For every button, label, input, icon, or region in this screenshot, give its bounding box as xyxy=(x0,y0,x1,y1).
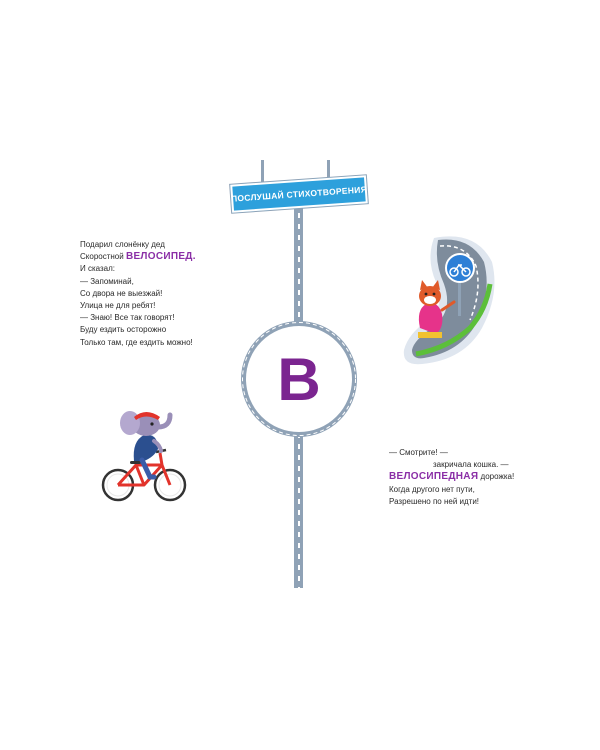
poem-line: Скоростной ВЕЛОСИПЕД. xyxy=(80,251,196,263)
cat-muzzle xyxy=(424,296,436,304)
poem-line: Только там, где ездить можно! xyxy=(80,337,193,347)
bicycle-frame xyxy=(116,452,172,487)
sign-wheel-right xyxy=(461,267,471,277)
poem-line: — Запоминай, xyxy=(80,276,134,286)
highlight-word: ВЕЛОСИПЕД. xyxy=(125,251,196,263)
poem-line: ВЕЛОСИПЕДНАЯ дорожка! xyxy=(389,471,514,483)
poem-line: Со двора не выезжай! xyxy=(80,288,163,298)
elephant-helmet xyxy=(134,412,160,420)
poem-line: Буду ездить осторожно xyxy=(80,325,167,335)
grass-edge xyxy=(415,283,493,357)
path-dashes xyxy=(439,245,479,321)
letter-circle: В xyxy=(241,321,357,437)
big-letter: В xyxy=(277,346,320,413)
sign-label: ПОСЛУШАЙ СТИХОТВОРЕНИЯ xyxy=(230,184,368,204)
poem-line: Когда другого нет пути, xyxy=(389,484,475,494)
poem-line: Разрешено по ней идти! xyxy=(389,496,480,506)
front-wheel xyxy=(153,468,187,502)
poem-line: — Знаю! Все так говорят! xyxy=(80,313,175,323)
cat-eye-right xyxy=(432,292,436,296)
cat-shirt xyxy=(418,303,443,334)
poem-line: Подарил слонёнку дед xyxy=(80,240,165,249)
highlight-word: ВЕЛОСИПЕДНАЯ xyxy=(389,471,479,483)
elephant-trunk xyxy=(155,412,173,430)
cat-ears xyxy=(420,280,440,290)
listen-poems-sign[interactable]: ПОСЛУШАЙ СТИХОТВОРЕНИЯ xyxy=(230,175,368,213)
poem-line: — Смотрите! — xyxy=(389,448,448,457)
sign-hanger-left xyxy=(261,160,264,186)
elephant-arm xyxy=(152,439,163,453)
poem-line: Улица не для ребят! xyxy=(80,301,156,311)
sign-pole xyxy=(458,276,461,316)
sign-wheel-left xyxy=(449,267,459,277)
poem-text: дорожка! xyxy=(478,472,515,482)
sign-bike-frame xyxy=(453,263,467,273)
poem-left: Подарил слонёнку дед Скоростной ВЕЛОСИПЕ… xyxy=(80,239,196,349)
bicycle-sign-icon xyxy=(445,253,475,283)
bicycle-seat xyxy=(130,461,141,464)
poem-text: Скоростной xyxy=(80,252,126,262)
poem-line: закричала кошка. — xyxy=(433,460,509,470)
front-wheel-rim xyxy=(158,473,182,497)
poem-right: — Смотрите! — закричала кошка. — ВЕЛОСИП… xyxy=(389,447,514,508)
elephant-leg xyxy=(139,457,157,480)
sign-hanger-right xyxy=(327,160,330,186)
elephant-on-bicycle-illustration xyxy=(101,411,187,502)
circle-road-dashes xyxy=(242,322,356,436)
elephant-jacket xyxy=(133,434,158,461)
cat-on-bike-path-illustration xyxy=(403,236,495,365)
cat-eye-left xyxy=(424,292,428,296)
elephant-eye xyxy=(150,422,154,426)
elephant-ear xyxy=(120,411,140,435)
poem-line: И сказал: xyxy=(80,264,116,274)
cat-arm-pointing xyxy=(440,300,456,312)
cat-bag xyxy=(418,332,442,338)
circle-inner xyxy=(246,326,352,432)
